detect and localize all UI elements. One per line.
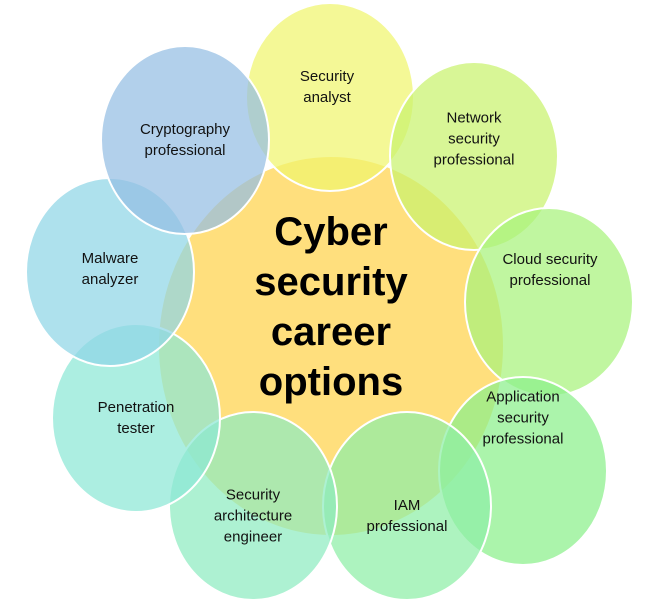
center-label: Cyber security career options (254, 210, 408, 404)
node-malware-analyzer-label: Malware analyzer (81, 250, 139, 288)
node-network-security-label: Network security professional (433, 109, 515, 169)
node-cloud-security-circle (464, 207, 634, 397)
node-cloud-security-label: Cloud security professional (502, 251, 598, 289)
node-security-architecture-label: Security architecture engineer (213, 486, 293, 546)
node-application-security-label: Application security professional (482, 388, 564, 448)
node-penetration-tester-label: Penetration tester (97, 399, 175, 437)
node-cryptography-circle (100, 45, 270, 235)
node-iam-label: IAM professional (366, 497, 448, 535)
node-network-security-circle (389, 61, 559, 251)
node-cryptography-label: Cryptography professional (139, 121, 231, 159)
node-security-analyst-label: Security analyst (299, 68, 355, 106)
